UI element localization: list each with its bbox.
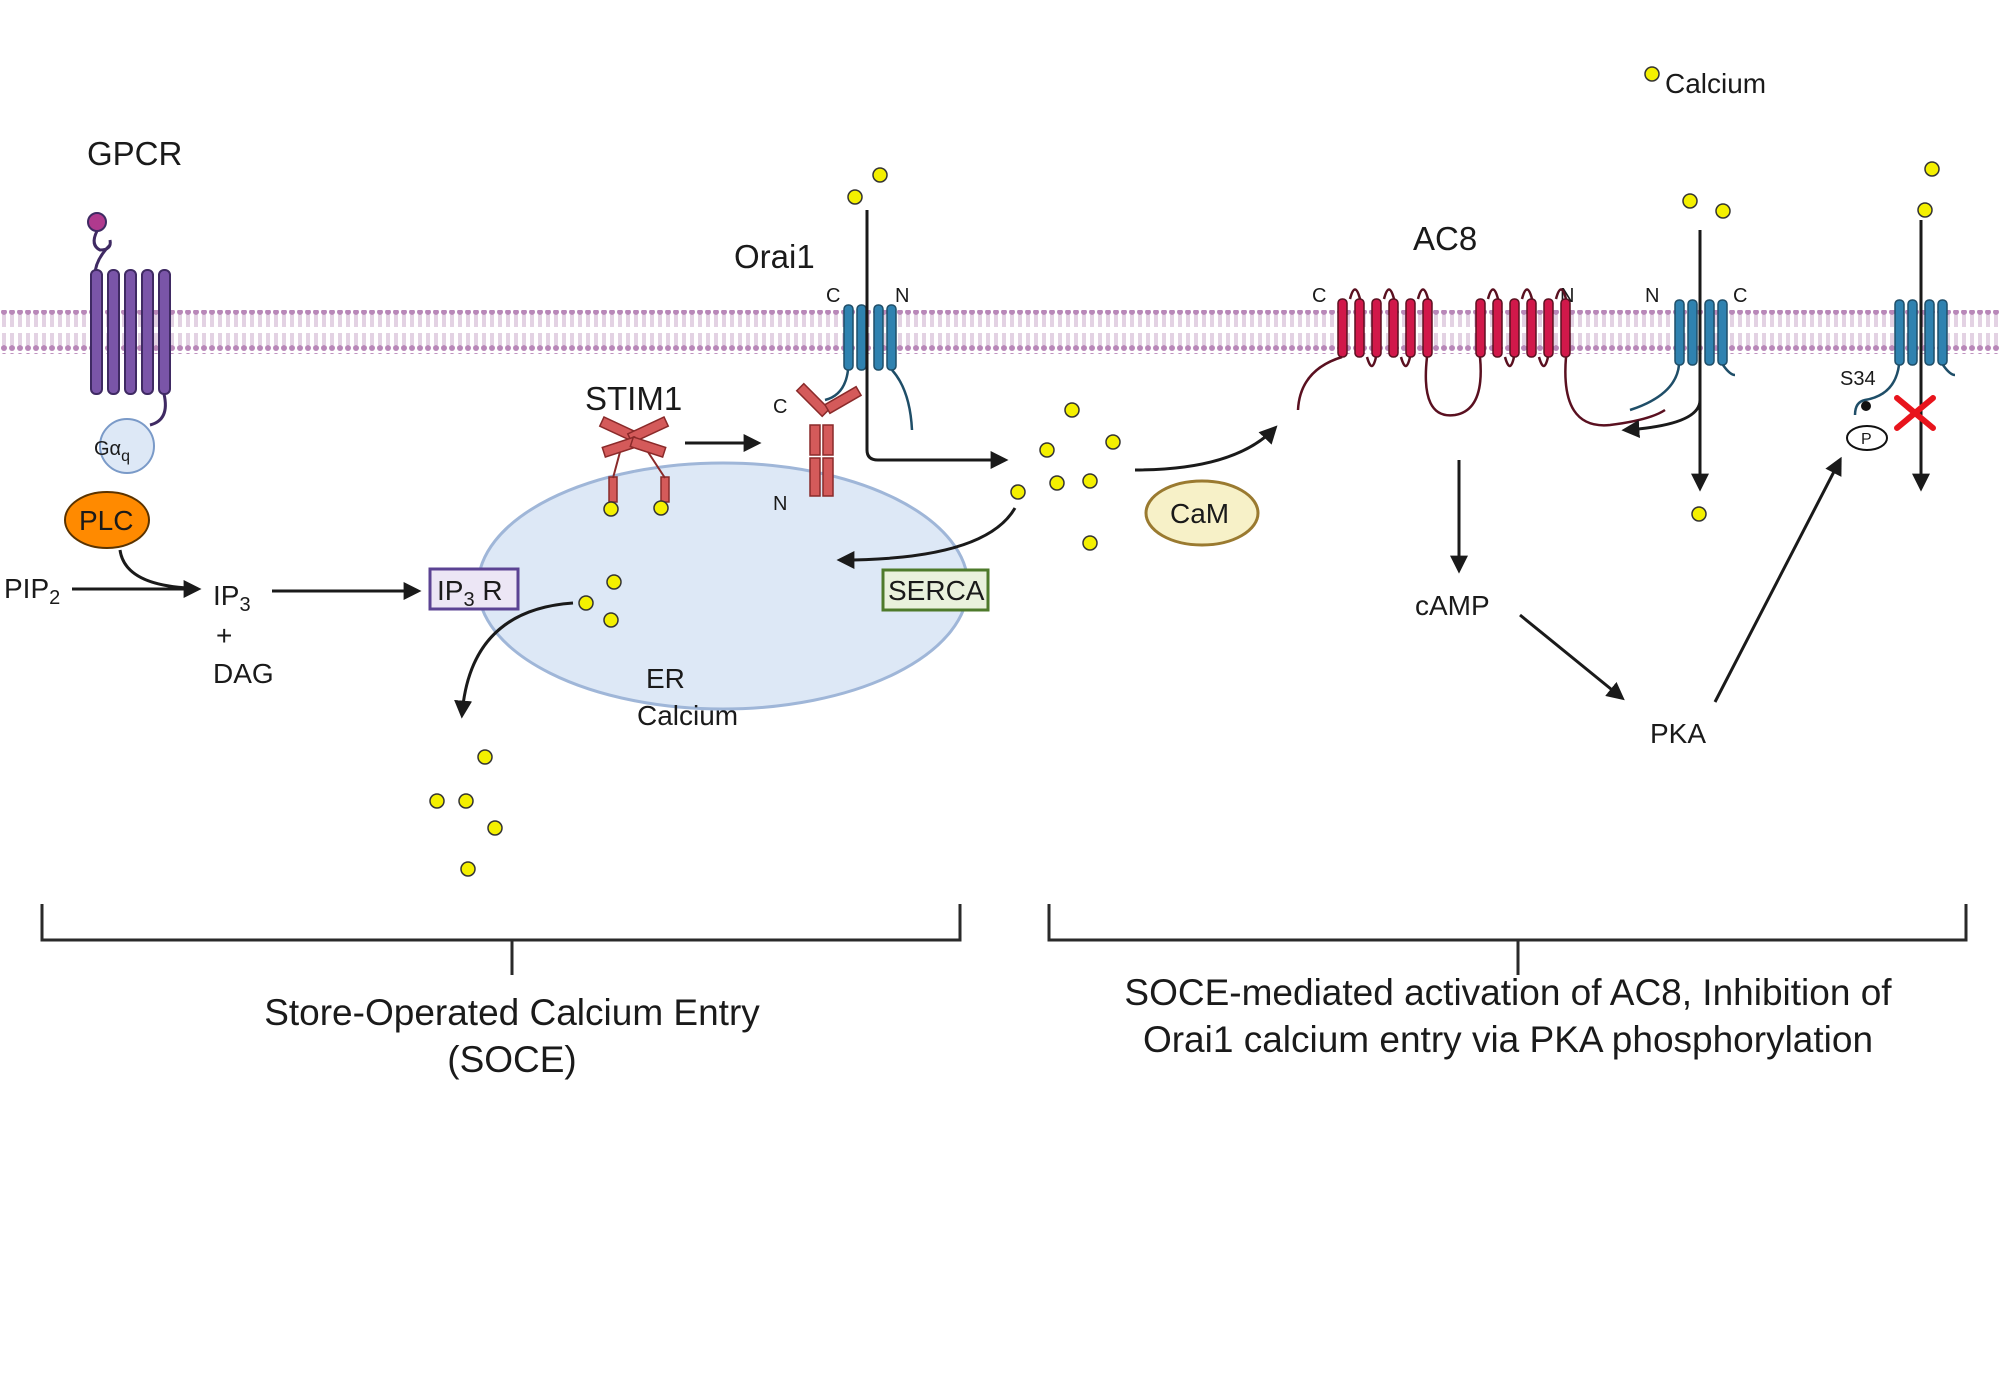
calcium-ion bbox=[1691, 506, 1707, 522]
calcium-ion bbox=[1682, 193, 1698, 209]
gpcr-helices bbox=[90, 269, 171, 395]
calcium-ion bbox=[603, 501, 619, 517]
calcium-ion bbox=[1082, 535, 1098, 551]
s34-site-dot bbox=[1861, 401, 1871, 411]
right-caption-line2: Orai1 calcium entry via PKA phosphorylat… bbox=[1143, 1019, 1873, 1060]
orai1-label: Orai1 bbox=[734, 238, 815, 275]
calcium-ion bbox=[429, 793, 445, 809]
ip3-receptor: IP3 R bbox=[428, 567, 520, 611]
s34-label: S34 bbox=[1840, 368, 1876, 390]
ip3r-label: IP3 R bbox=[437, 575, 503, 611]
calcium-ion bbox=[653, 500, 669, 516]
left-caption-line1: Store-Operated Calcium Entry bbox=[264, 992, 760, 1033]
serca-label: SERCA bbox=[888, 575, 985, 606]
phosphate-group bbox=[1846, 425, 1888, 451]
calcium-legend: Calcium bbox=[1644, 66, 1766, 99]
right-bracket bbox=[1047, 904, 1968, 975]
orai1-channel-3: S34 P bbox=[1840, 299, 1956, 451]
calcium-ion bbox=[603, 612, 619, 628]
gaq-protein: Gαq bbox=[94, 418, 155, 474]
stim-c-label: C bbox=[773, 396, 787, 418]
calcium-ion bbox=[460, 861, 476, 877]
left-caption-line2: (SOCE) bbox=[447, 1039, 577, 1080]
serca-pump: SERCA bbox=[881, 568, 990, 612]
ac8-enzyme: AC8 C N bbox=[1296, 220, 1666, 427]
ac8-c-label: C bbox=[1312, 285, 1326, 307]
plus-label: + bbox=[216, 620, 232, 651]
calcium-ion bbox=[458, 793, 474, 809]
serca-uptake-arrow bbox=[836, 507, 1017, 569]
gaq-label: Gαq bbox=[94, 438, 130, 465]
orai1-channel: Orai1 C N bbox=[734, 238, 914, 431]
cam-label: CaM bbox=[1170, 498, 1229, 529]
left-bracket bbox=[40, 904, 962, 975]
stim1-protein: STIM1 bbox=[585, 380, 682, 503]
orai1-influx-arrow bbox=[865, 210, 1009, 469]
calcium-ions bbox=[429, 161, 1940, 877]
calcium-ion bbox=[1924, 161, 1940, 177]
ligand-dot bbox=[87, 212, 107, 232]
calcium-ion bbox=[1064, 402, 1080, 418]
er-calcium-line2: Calcium bbox=[637, 700, 738, 731]
plasma-membrane bbox=[0, 310, 2000, 354]
calcium-ion bbox=[1039, 442, 1055, 458]
orai2-c-label: C bbox=[1733, 285, 1747, 307]
right-caption-line1: SOCE-mediated activation of AC8, Inhibit… bbox=[1124, 972, 1892, 1013]
plc-label: PLC bbox=[79, 505, 133, 536]
gpcr-label: GPCR bbox=[87, 135, 182, 172]
orai2-to-ac8-arrow bbox=[1621, 399, 1702, 439]
pip2-label: PIP2 bbox=[4, 573, 60, 609]
dag-label: DAG bbox=[213, 658, 274, 689]
stim-n-label: N bbox=[773, 493, 787, 515]
cam-to-ac8-arrow bbox=[1134, 425, 1278, 472]
calcium-ion bbox=[1082, 473, 1098, 489]
plc-enzyme: PLC bbox=[64, 491, 150, 549]
pka-to-orai-arrow bbox=[1713, 456, 1842, 703]
er-calcium-line1: ER bbox=[646, 663, 685, 694]
orai-c-label: C bbox=[826, 285, 840, 307]
calcium-ion bbox=[477, 749, 493, 765]
calcium-ion bbox=[1715, 203, 1731, 219]
camp-label: cAMP bbox=[1415, 590, 1490, 621]
stim1-label: STIM1 bbox=[585, 380, 682, 417]
inhibition-cross-icon bbox=[1894, 395, 1936, 431]
calcium-legend-dot bbox=[1644, 66, 1660, 82]
calcium-ion bbox=[872, 167, 888, 183]
ac8-label: AC8 bbox=[1413, 220, 1477, 257]
ip3-label: IP3 bbox=[213, 580, 251, 616]
phosphate-label: P bbox=[1861, 431, 1872, 448]
camp-to-pka-arrow bbox=[1519, 613, 1625, 701]
calcium-ion bbox=[1049, 475, 1065, 491]
calcium-ion bbox=[1010, 484, 1026, 500]
orai2-n-label: N bbox=[1645, 285, 1659, 307]
calcium-ion bbox=[487, 820, 503, 836]
er-release-arrow bbox=[454, 601, 574, 719]
stim1-active-protein: C N bbox=[773, 382, 863, 515]
calcium-ion bbox=[847, 189, 863, 205]
calcium-legend-label: Calcium bbox=[1665, 68, 1766, 99]
orai-n-label: N bbox=[895, 285, 909, 307]
pka-label: PKA bbox=[1650, 718, 1706, 749]
calcium-ion bbox=[578, 595, 594, 611]
gpcr-receptor: GPCR bbox=[87, 135, 182, 427]
calcium-ion bbox=[1917, 202, 1933, 218]
calcium-ion bbox=[606, 574, 622, 590]
calmodulin: CaM bbox=[1144, 479, 1260, 547]
orai1-channel-2: N C bbox=[1629, 285, 1747, 412]
calcium-ion bbox=[1105, 434, 1121, 450]
